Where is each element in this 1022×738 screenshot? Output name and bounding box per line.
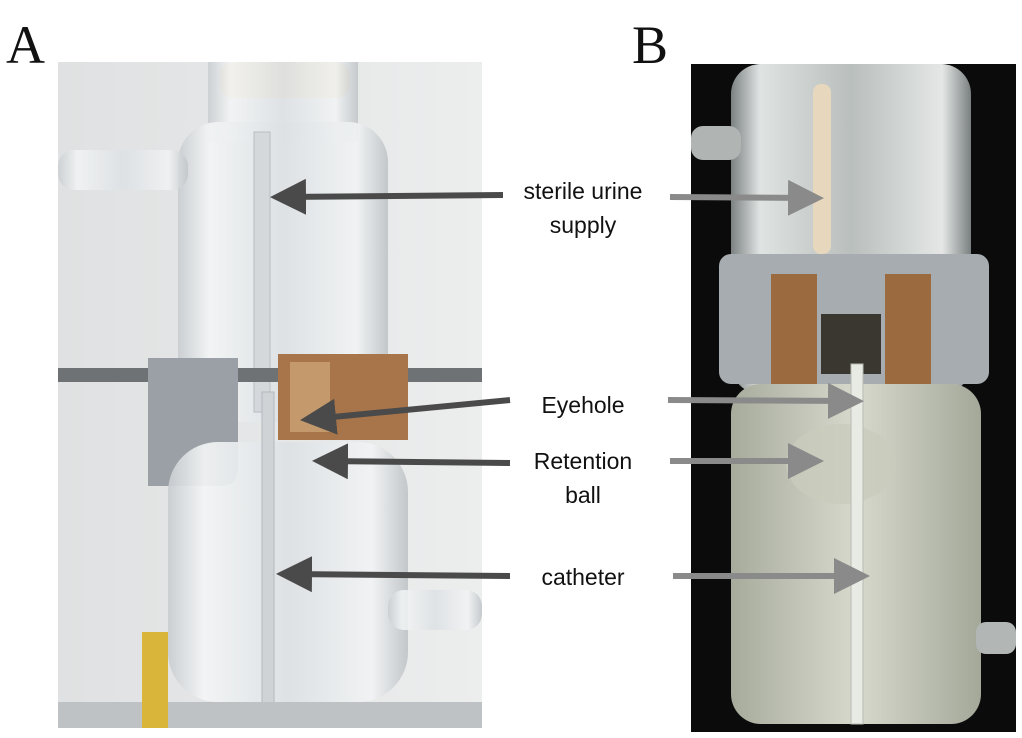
arrow-eyehole-a xyxy=(300,397,511,435)
panel-letter-a: A xyxy=(6,15,45,75)
arrow-supply-b xyxy=(669,179,824,216)
arrow-supply-a xyxy=(270,178,504,215)
panel-letter-b: B xyxy=(632,15,669,75)
label-sterile-urine-supply: sterile urine supply xyxy=(500,174,666,242)
label-sterile-urine-supply-line2: supply xyxy=(549,212,617,238)
arrow-retention-a xyxy=(312,443,511,480)
label-retention-ball: Retention ball xyxy=(518,444,648,512)
label-eyehole: Eyehole xyxy=(541,392,625,418)
arrow-eyehole-b xyxy=(667,382,864,419)
label-sterile-urine-supply-line1: sterile urine xyxy=(523,178,643,204)
label-retention-ball-line1: Retention xyxy=(533,448,633,474)
arrow-catheter-a xyxy=(276,556,511,593)
label-retention-ball-line2: ball xyxy=(565,482,601,508)
label-catheter: catheter xyxy=(541,564,625,590)
